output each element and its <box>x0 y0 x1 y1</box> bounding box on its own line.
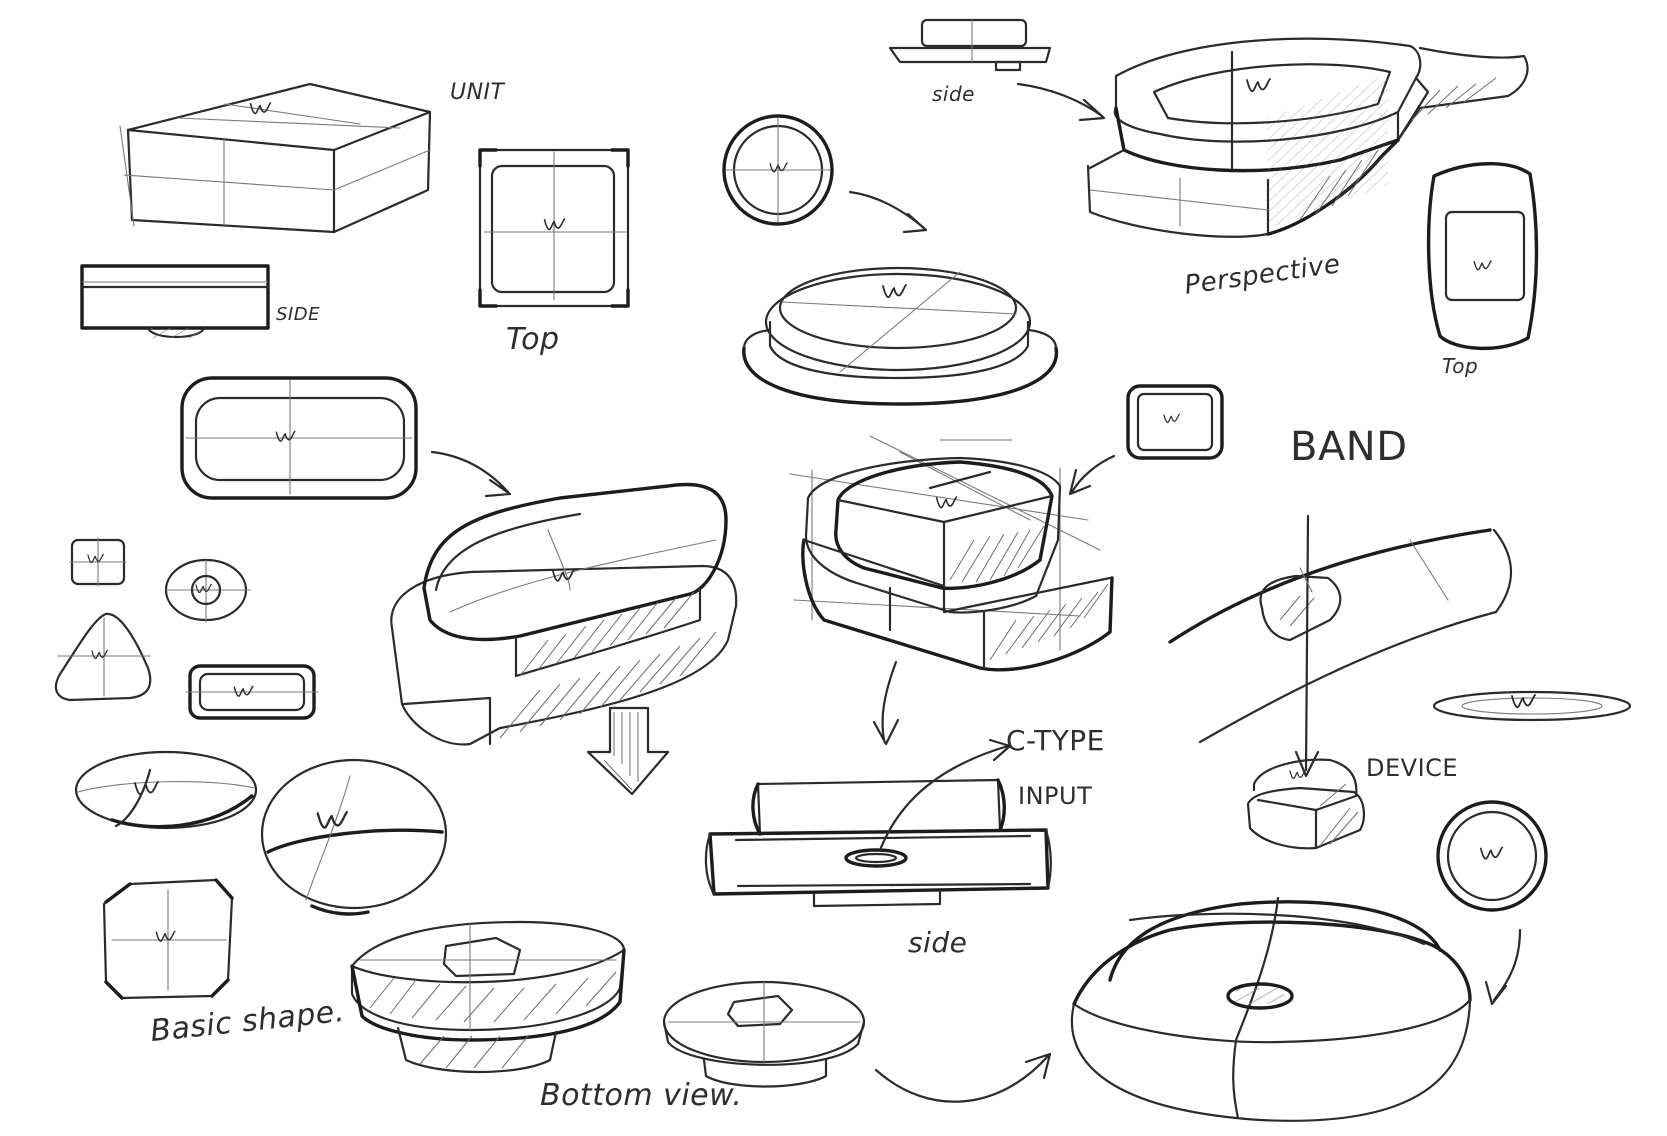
label-device: DEVICE <box>1366 754 1459 782</box>
basic-shapes-sketch <box>54 537 448 1000</box>
small-square-top-sketch <box>1126 384 1224 460</box>
unit-box-sketch <box>119 82 432 234</box>
down-arrow-sketch <box>586 706 670 796</box>
bottom-round-sketch <box>662 980 866 1088</box>
perspective-sketch <box>1086 37 1529 238</box>
c-type-side-sketch <box>704 738 1052 908</box>
label-band: BAND <box>1290 424 1408 470</box>
big-round-device-sketch <box>1070 896 1472 1122</box>
rounded-rect-3d-sketch <box>390 482 738 746</box>
side-small-sketch <box>888 18 1052 72</box>
arrow-6 <box>1484 928 1522 1006</box>
arrow-3 <box>430 450 512 498</box>
round-puck-sketch <box>742 266 1059 406</box>
label-top-right: Top <box>1442 354 1479 378</box>
round-top-sketch <box>722 114 834 226</box>
round-top-device-sketch <box>1436 800 1548 912</box>
unit-top-sketch <box>478 148 630 308</box>
label-top-left: Top <box>506 322 560 357</box>
rounded-top-right-sketch <box>1426 162 1539 350</box>
label-c-type: C-TYPE <box>1006 724 1105 757</box>
device-sketch <box>1246 758 1366 850</box>
arrow-5 <box>872 660 900 746</box>
unit-side-sketch <box>80 264 270 338</box>
arrow-1 <box>848 190 928 234</box>
arrow-4 <box>1068 454 1116 496</box>
flat-disc-sketch <box>1432 690 1632 722</box>
label-input: INPUT <box>1018 782 1093 810</box>
bottom-square-sketch <box>350 920 626 1074</box>
label-bottom-view: Bottom view. <box>540 1078 743 1113</box>
label-side-top: side <box>932 82 975 106</box>
label-unit: UNIT <box>450 80 505 105</box>
arrow-2 <box>1016 82 1106 122</box>
band-sketch <box>1168 514 1512 778</box>
rounded-rect-top-sketch <box>180 376 418 500</box>
label-side-middle: side <box>908 926 968 959</box>
square-stacked-3d-sketch <box>789 435 1114 672</box>
label-side-left: SIDE <box>276 304 320 325</box>
arrow-7 <box>874 1052 1052 1103</box>
